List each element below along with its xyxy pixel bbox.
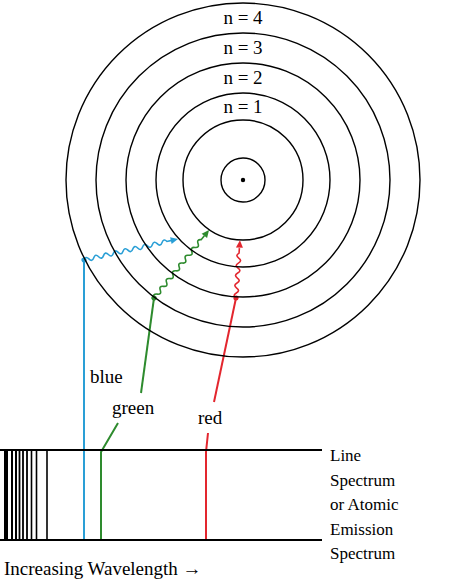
photon-arrowhead xyxy=(202,228,212,238)
label-holder: green xyxy=(112,397,154,419)
orbit-ring: n = 2 n = 1 xyxy=(125,62,361,298)
orbit-label: n = 2 xyxy=(223,68,262,89)
orbit-ring: n = 3 n = 2 n = 1 xyxy=(95,32,391,328)
orbit-circle xyxy=(126,63,360,297)
nucleus xyxy=(221,158,265,202)
photon-wave xyxy=(234,248,241,298)
orbit-label: n = 4 xyxy=(223,8,262,29)
orbit-circle xyxy=(156,93,330,267)
orbit-label: n = 1 xyxy=(223,97,262,118)
spectral-line xyxy=(19,450,21,540)
nucleus-dot xyxy=(241,178,245,182)
spectral-line xyxy=(26,450,28,540)
green-leader xyxy=(101,423,118,540)
blue-leader xyxy=(83,260,85,540)
orbit-outline xyxy=(155,92,331,268)
orbit-circle xyxy=(96,33,390,327)
orbit-circle xyxy=(66,3,420,357)
spectrum-border xyxy=(0,449,322,451)
spectral-line xyxy=(11,450,13,540)
photon-arrowhead xyxy=(236,240,243,248)
blue-photon xyxy=(81,236,179,264)
green-photon xyxy=(150,228,212,302)
spectral-line xyxy=(15,450,17,540)
color-label: blue xyxy=(90,366,123,388)
color-label: red xyxy=(198,407,222,429)
red-photon xyxy=(232,240,243,301)
red-leader xyxy=(214,298,236,402)
green-leader xyxy=(141,298,154,393)
spectral-line xyxy=(31,450,33,540)
color-label: green xyxy=(112,397,154,419)
spectrum-title: Line Spectrum or Atomic Emission Spectru… xyxy=(330,444,408,567)
axis-label: Increasing Wavelength → xyxy=(4,558,202,580)
spectrum-border xyxy=(0,539,322,541)
photon-wave xyxy=(152,235,205,300)
orbit-ring: n = 4 n = 3 n = 2 n = 1 xyxy=(65,2,421,358)
label-holder: red xyxy=(198,407,222,429)
spectral-line xyxy=(22,450,24,540)
inner-ring xyxy=(183,120,303,240)
spectral-line xyxy=(4,450,8,540)
label-holder: Increasing Wavelength → xyxy=(4,558,202,580)
label-holder: blue xyxy=(90,366,123,388)
orbit-label: n = 3 xyxy=(223,38,262,59)
photon-wave xyxy=(84,238,173,262)
series-limit-lines xyxy=(6,450,47,540)
spectral-line xyxy=(36,450,38,540)
label-holder: Line Spectrum or Atomic Emission Spectru… xyxy=(330,444,408,567)
orbit-ring: n = 1 xyxy=(155,92,331,268)
spectral-line xyxy=(46,450,48,540)
